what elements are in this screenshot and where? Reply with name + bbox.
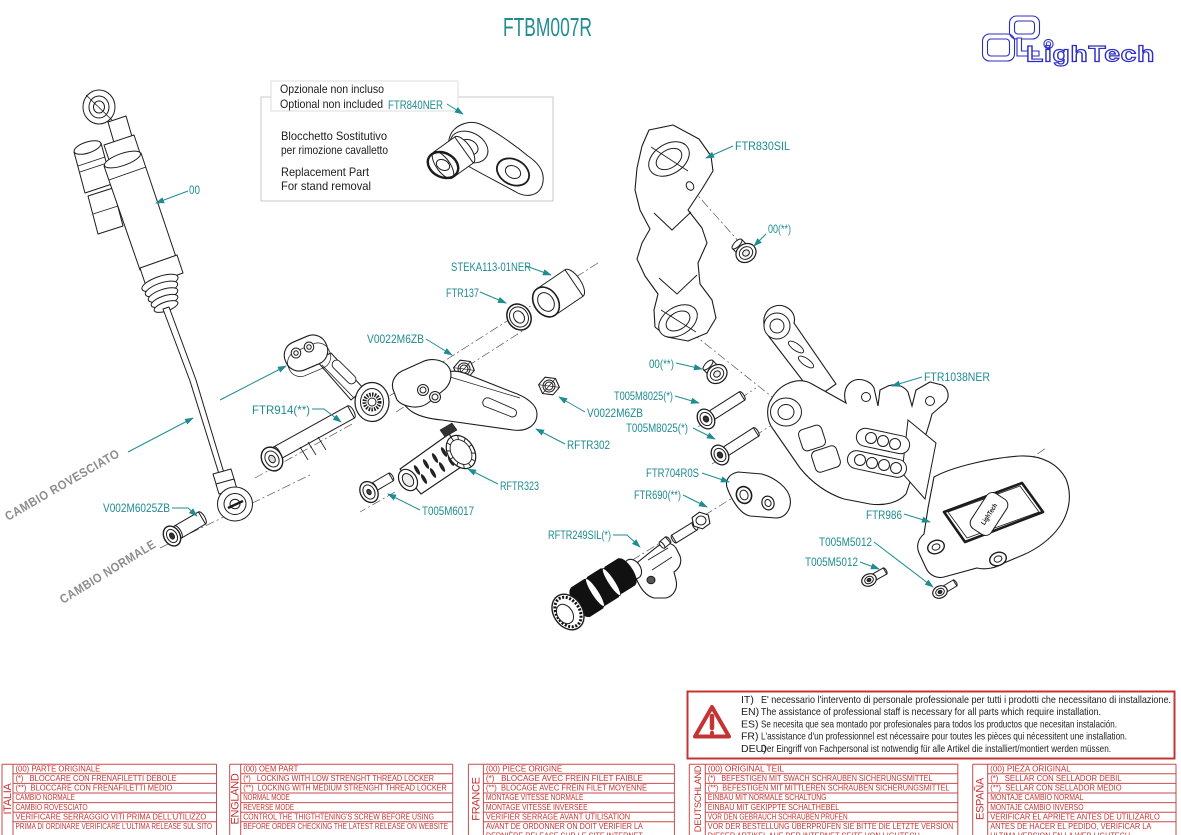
svg-text:REVERSE MODE: REVERSE MODE [243, 803, 294, 812]
svg-text:T005M8025(*): T005M8025(*) [626, 421, 688, 435]
svg-text:T005M5012: T005M5012 [819, 535, 872, 549]
svg-text:(00) ORIGINAL TEIL: (00) ORIGINAL TEIL [708, 764, 785, 773]
svg-text:VERIFICARE SERRAGGIO VITI PRIM: VERIFICARE SERRAGGIO VITI PRIMA DELL'UTI… [16, 812, 207, 821]
svg-text:(00) PARTE ORIGINALE: (00) PARTE ORIGINALE [16, 764, 101, 773]
svg-text:T005M8025(*): T005M8025(*) [614, 389, 673, 403]
svg-text:VOR DER BESTELLUNG ÜBERPRÜFEN: VOR DER BESTELLUNG ÜBERPRÜFEN SIE BITTE … [708, 822, 954, 831]
svg-text:(**) BLOCCARE CON FRENAFILETT: (**) BLOCCARE CON FRENAFILETTI MEDIO [16, 784, 173, 793]
svg-text:(**) SELLAR CON SELLADOR MEDI: (**) SELLAR CON SELLADOR MEDIO [990, 784, 1121, 793]
svg-text:(00) OEM PART: (00) OEM PART [243, 764, 298, 773]
svg-text:CONTROL THE THIGTHTENING'S SCR: CONTROL THE THIGTHTENING'S SCREW BEFORE … [243, 812, 434, 821]
svg-text:Blocchetto Sostitutivo: Blocchetto Sostitutivo [281, 129, 387, 143]
svg-text:DEUTSCHLAND: DEUTSCHLAND [693, 765, 703, 832]
svg-text:DIESER ARTIKEL AUF DER INTERNE: DIESER ARTIKEL AUF DER INTERNET SEITE VO… [708, 831, 920, 835]
svg-text:ENGLAND: ENGLAND [230, 773, 242, 824]
svg-text:CAMBIO ROVESCIATO: CAMBIO ROVESCIATO [16, 803, 88, 812]
svg-text:The assistance of professional: The assistance of professional staff is … [761, 706, 1101, 718]
svg-text:RFTR302: RFTR302 [567, 438, 610, 452]
svg-text:(**) BLOCAGE AVEC FREIN FILET: (**) BLOCAGE AVEC FREIN FILET MOYENNE [486, 784, 647, 793]
svg-text:(**) BEFESTIGEN MIT MITTLEREN: (**) BEFESTIGEN MIT MITTLEREN SCHRAUBEN … [708, 784, 950, 793]
svg-text:Optional non included: Optional non included [280, 97, 383, 111]
svg-text:MONTAGE VITESSE INVERSEE: MONTAGE VITESSE INVERSEE [486, 803, 588, 812]
svg-text:RFTR249SIL(*): RFTR249SIL(*) [548, 528, 611, 542]
svg-text:IT): IT) [741, 694, 754, 706]
svg-text:ESPAÑA: ESPAÑA [974, 777, 987, 820]
svg-text:EN): EN) [741, 706, 759, 718]
svg-text:Se necesita que sea montado po: Se necesita que sea montado por profesio… [761, 718, 1117, 730]
svg-text:FTR704R0S: FTR704R0S [646, 466, 699, 480]
svg-text:V0022M6ZB: V0022M6ZB [367, 332, 424, 346]
svg-text:00(**): 00(**) [768, 222, 791, 236]
svg-text:per rimozione cavalletto: per rimozione cavalletto [281, 143, 388, 157]
svg-text:FTR690(**): FTR690(**) [634, 488, 681, 502]
svg-text:EINBAU MIT GEKIPPTE SCHALTHEBE: EINBAU MIT GEKIPPTE SCHALTHEBEL [708, 803, 840, 812]
svg-text:ANTES DE HACER EL PEDIDO, VERI: ANTES DE HACER EL PEDIDO, VERIFICAR LA [990, 822, 1152, 831]
svg-text:FRANCE: FRANCE [470, 777, 482, 820]
svg-text:For stand removal: For stand removal [281, 179, 371, 193]
svg-text:DERNIÈRE RELEASE SUR LE SITE I: DERNIÈRE RELEASE SUR LE SITE INTERNET [486, 831, 643, 835]
svg-text:(00) PIEZA ORIGINAL: (00) PIEZA ORIGINAL [990, 764, 1071, 773]
svg-text:AVANT DE ORDONNER ON DOIT VÉRI: AVANT DE ORDONNER ON DOIT VÉRIFIER LA [486, 822, 643, 831]
svg-text:V002M6025ZB: V002M6025ZB [103, 501, 170, 515]
svg-text:PRIMA DI ORDINARE VERIFICARE L: PRIMA DI ORDINARE VERIFICARE L'ULTIMA RE… [16, 822, 213, 831]
svg-text:Replacement Part: Replacement Part [281, 165, 370, 179]
svg-text:T005M6017: T005M6017 [422, 504, 474, 518]
svg-text:LighTech: LighTech [1026, 42, 1155, 67]
svg-text:FTR137: FTR137 [446, 286, 479, 300]
svg-text:FTR1038NER: FTR1038NER [924, 370, 990, 384]
svg-text:(*) BEFESTIGEN MIT SWACH SCH: (*) BEFESTIGEN MIT SWACH SCHRAUBEN SICHE… [708, 774, 933, 783]
svg-text:RFTR323: RFTR323 [500, 479, 539, 493]
svg-text:Opzionale non incluso: Opzionale non incluso [280, 82, 384, 96]
svg-text:VOR DEN GEBRAUCH SCHRAUBEN PRÜ: VOR DEN GEBRAUCH SCHRAUBEN PRÜFEN [708, 812, 848, 821]
svg-text:(*) SELLAR CON SELLADOR DEBI: (*) SELLAR CON SELLADOR DEBIL [990, 774, 1122, 783]
svg-text:CAMBIO NORMALE: CAMBIO NORMALE [16, 793, 75, 802]
svg-text:(*) BLOCAGE AVEC FREIN FILET: (*) BLOCAGE AVEC FREIN FILET FAIBLE [486, 774, 643, 783]
svg-text:ITALIA: ITALIA [2, 783, 14, 815]
svg-text:T005M5012: T005M5012 [805, 555, 858, 569]
svg-text:E' necessario l'intervento di: E' necessario l'intervento di personale … [761, 694, 1171, 706]
svg-text:ULTIMA VERSION EN LA WEB LIGHT: ULTIMA VERSION EN LA WEB LIGHTECH [990, 831, 1130, 835]
svg-text:VERIFICAR EL APRIETE ANTES DE: VERIFICAR EL APRIETE ANTES DE UTILIZARLO [990, 812, 1160, 821]
svg-text:(*) LOCKING WITH LOW STRENGH: (*) LOCKING WITH LOW STRENGHT THREAD LOC… [243, 774, 434, 783]
svg-text:L'assistance d'un professionne: L'assistance d'un professionnel est néce… [761, 731, 1127, 743]
svg-text:MONTAJE CAMBIO INVERSO: MONTAJE CAMBIO INVERSO [990, 803, 1083, 812]
svg-text:V0022M6ZB: V0022M6ZB [587, 406, 643, 420]
svg-text:DEU): DEU) [741, 743, 767, 755]
svg-text:Der Eingriff von Fachpersonal: Der Eingriff von Fachpersonal ist notwen… [761, 743, 1111, 755]
svg-text:MONTAGE VITESSE NORMALE: MONTAGE VITESSE NORMALE [486, 793, 584, 802]
svg-text:00: 00 [189, 183, 200, 197]
svg-text:FR): FR) [741, 731, 759, 743]
svg-text:(**) LOCKING WITH MEDIUM STRE: (**) LOCKING WITH MEDIUM STRENGHT THREAD… [243, 784, 447, 793]
svg-text:STEKA113-01NER: STEKA113-01NER [451, 260, 531, 274]
svg-text:ES): ES) [741, 718, 759, 730]
svg-text:(00) PIECE ORIGINE: (00) PIECE ORIGINE [486, 764, 562, 773]
svg-text:FTR830SIL: FTR830SIL [735, 139, 790, 153]
svg-text:MONTAJE CAMBIO NORMAL: MONTAJE CAMBIO NORMAL [990, 793, 1084, 802]
svg-text:00(**): 00(**) [649, 357, 674, 371]
svg-text:FTBM007R: FTBM007R [503, 12, 592, 42]
svg-text:NORMAL MODE: NORMAL MODE [243, 793, 290, 802]
svg-text:VERIFIER SERRAGE AVANT UTILISA: VERIFIER SERRAGE AVANT UTILISATION [486, 812, 630, 821]
svg-text:(*) BLOCCARE CON FRENAFILETT: (*) BLOCCARE CON FRENAFILETTI DEBOLE [16, 774, 177, 783]
svg-text:BEFORE ORDER CHECKING THE LATE: BEFORE ORDER CHECKING THE LATEST RELEASE… [243, 822, 448, 831]
svg-text:FTR914(**): FTR914(**) [252, 403, 310, 417]
svg-text:FTR986: FTR986 [866, 508, 902, 522]
svg-text:EINBAU MIT NORMALE SCHALTUNG: EINBAU MIT NORMALE SCHALTUNG [708, 793, 827, 802]
svg-text:FTR840NER: FTR840NER [388, 98, 443, 112]
